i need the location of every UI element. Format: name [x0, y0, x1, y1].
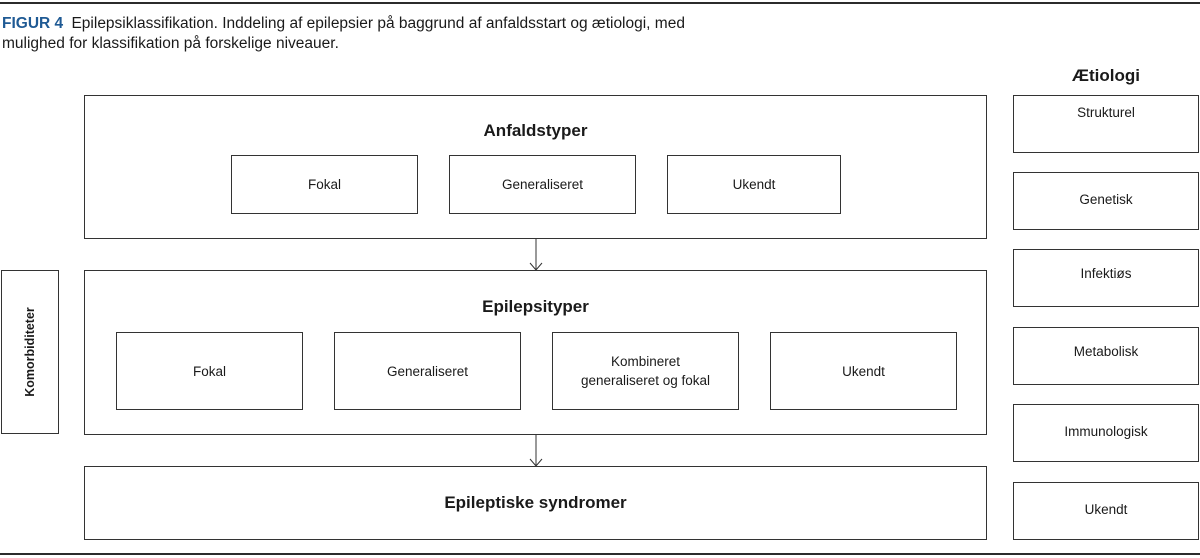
bottom-rule	[0, 553, 1200, 555]
epilepsitype-generaliseret: Generaliseret	[334, 332, 521, 410]
anfaldstype-ukendt: Ukendt	[667, 155, 841, 214]
syndromer-title: Epileptiske syndromer	[444, 493, 627, 512]
anfaldstyper-title: Anfaldstyper	[483, 121, 588, 140]
epilepsityper-title: Epilepsityper	[482, 297, 589, 316]
figure-caption-text: Epilepsiklassifikation. Inddeling af epi…	[2, 15, 685, 52]
komorbiditeter-label: Komorbiditeter	[23, 307, 37, 397]
figure-label: FIGUR 4	[2, 15, 64, 32]
anfaldstype-generaliseret: Generaliseret	[449, 155, 636, 214]
top-rule	[0, 2, 1200, 4]
epilepsitype-ukendt: Ukendt	[770, 332, 957, 410]
aetiologi-strukturel: Strukturel	[1013, 95, 1199, 153]
aetiologi-infektios-label: Infektiøs	[1080, 266, 1132, 281]
anfaldstype-fokal: Fokal	[231, 155, 418, 214]
aetiologi-ukendt: Ukendt	[1013, 482, 1199, 540]
komorbiditeter-box: Komorbiditeter	[1, 270, 59, 434]
epilepsitype-kombineret: Kombineret generaliseret og fokal	[552, 332, 739, 410]
aetiologi-title: Ætiologi	[1072, 66, 1140, 85]
aetiologi-genetisk: Genetisk	[1013, 172, 1199, 230]
anfaldstyper-panel: Anfaldstyper Fokal Generaliseret Ukendt	[84, 95, 987, 239]
arrow-head-1	[529, 262, 543, 271]
aetiologi-metabolisk-label: Metabolisk	[1073, 344, 1139, 359]
epilepsitype-fokal: Fokal	[116, 332, 303, 410]
aetiologi-strukturel-label: Strukturel	[1077, 105, 1135, 120]
syndromer-panel: Epileptiske syndromer	[84, 466, 987, 540]
aetiologi-immunologisk: Immunologisk	[1013, 404, 1199, 462]
figure-caption: FIGUR 4 Epilepsiklassifikation. Inddelin…	[2, 14, 702, 54]
aetiologi-infektios: Infektiøs	[1013, 249, 1199, 307]
epilepsitype-kombineret-label: Kombineret generaliseret og fokal	[580, 354, 711, 388]
aetiologi-metabolisk: Metabolisk	[1013, 327, 1199, 385]
arrow-head-2	[529, 458, 543, 467]
epilepsityper-panel: Epilepsityper Fokal Generaliseret Kombin…	[84, 270, 987, 435]
